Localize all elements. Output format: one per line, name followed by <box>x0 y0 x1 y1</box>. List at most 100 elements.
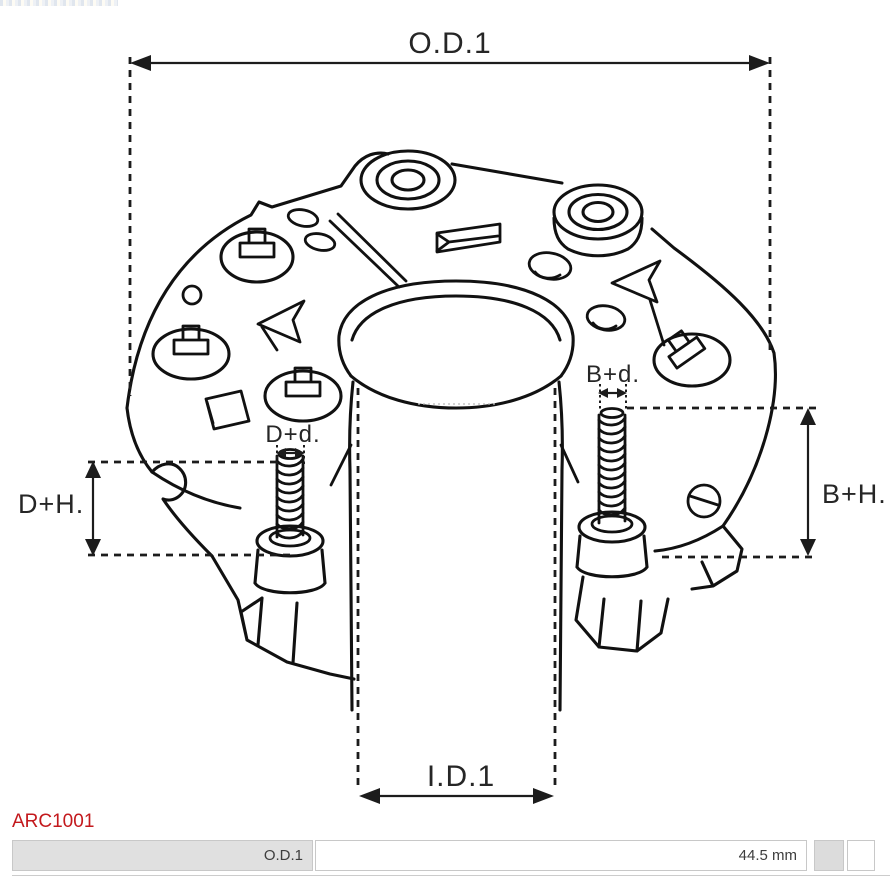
hole-inner-arc <box>591 321 618 331</box>
screw-slot-circle <box>686 483 722 519</box>
hole-inner-arc <box>533 270 562 280</box>
stud-threads <box>597 416 627 517</box>
dimension-id1: I.D.1 <box>356 388 557 804</box>
grommet-ring-left-mid <box>375 159 441 201</box>
diode-boss-right <box>652 329 732 388</box>
stud-top-cap <box>599 407 625 419</box>
bore-tube-right-wall <box>557 380 564 712</box>
arrow-dart <box>610 259 662 304</box>
grommet-ring-right-outer <box>552 183 644 241</box>
dd-label: D+d. <box>265 421 320 448</box>
dh-arrowhead-up <box>85 461 101 478</box>
arrow-dart <box>256 299 306 344</box>
stud-base-inner <box>590 514 634 534</box>
left-ear-tab <box>150 462 214 558</box>
part-outline-right <box>650 227 777 528</box>
top-face-ridge <box>328 212 408 289</box>
diode-boss-left <box>151 324 231 381</box>
grommet-ring-right-mid <box>567 192 629 232</box>
dd-arrowhead-right <box>295 448 305 458</box>
boss-tab <box>284 366 322 398</box>
b-plus-stud <box>574 407 670 653</box>
spec-label-cell: O.D.1 <box>12 840 313 871</box>
part-outline-top-edge <box>450 162 564 185</box>
slot-outline <box>435 222 502 254</box>
tube-foot-join-right <box>559 443 580 484</box>
dh-label: D+H. <box>18 489 84 519</box>
stud-base-flange <box>577 510 647 544</box>
boss-ellipse <box>151 327 231 381</box>
od1-label: O.D.1 <box>408 27 491 60</box>
grommet-ring-left-outer <box>359 149 457 211</box>
right-bottom-edge <box>653 524 725 553</box>
collar-mouth-arc <box>349 374 563 410</box>
cast-arrow-right <box>610 259 666 347</box>
cast-arrow-left <box>256 299 306 352</box>
pilot-hole <box>181 284 203 306</box>
bh-arrowhead-up <box>800 408 816 425</box>
grommet-ring-right-inner <box>581 200 615 224</box>
id1-label: I.D.1 <box>427 760 495 793</box>
keyed-slot <box>435 222 502 254</box>
left-foot-outline <box>210 554 356 681</box>
id1-arrowhead-right <box>533 788 554 804</box>
spec-table-row: O.D.1 44.5 mm <box>12 840 875 871</box>
countersunk-hole-a <box>527 251 573 281</box>
grommet-ring-left-inner <box>390 168 426 192</box>
dimension-annotations: O.D.1 D+H. B+H. <box>18 27 887 804</box>
dimension-bh: B+H. <box>627 406 887 559</box>
tube-foot-join-left <box>329 443 353 487</box>
boss-tab <box>172 324 210 356</box>
spec-value-cell: 44.5 mm <box>315 840 807 871</box>
bh-label: B+H. <box>822 479 887 509</box>
dimension-dh: D+H. <box>18 460 290 557</box>
d-plus-stud <box>253 448 327 595</box>
boss-ellipse <box>219 230 295 284</box>
boss-tab <box>666 329 707 370</box>
bd-arrowhead-right <box>617 388 627 398</box>
spec-empty-cell <box>847 840 875 871</box>
screw-slot <box>688 494 720 507</box>
product-code-link[interactable]: ARC1001 <box>12 811 95 832</box>
collar-outer-arc <box>337 279 575 378</box>
bore-tube-left-wall <box>348 380 355 712</box>
grommet-ring-left <box>359 149 457 211</box>
part-outline-left <box>125 151 390 410</box>
diode-boss-lower-left <box>263 366 343 423</box>
arrow-tail <box>260 325 279 352</box>
slot-notch <box>435 232 500 253</box>
bd-arrowhead-left <box>598 388 608 398</box>
next-row-top-border <box>12 875 890 876</box>
spec-swatch-cell <box>814 840 844 871</box>
boss-ellipse <box>263 369 343 423</box>
arrow-tail <box>648 298 666 347</box>
screw-head <box>686 483 722 519</box>
slot-inner-line <box>205 400 215 425</box>
bd-label: B+d. <box>586 361 640 388</box>
stud-shaft <box>597 413 627 525</box>
boss-tab <box>238 227 276 259</box>
od1-arrowhead-right <box>749 55 770 71</box>
stud-collar <box>575 534 649 579</box>
countersunk-hole-b <box>585 304 627 332</box>
dimension-dd: D+d. <box>265 421 320 467</box>
bh-arrowhead-down <box>800 539 816 556</box>
collar-middle-arc <box>350 294 562 342</box>
right-foot-outline <box>574 575 670 653</box>
boss-ellipse <box>652 332 732 388</box>
right-ear-tab <box>690 524 744 591</box>
dd-arrowhead-left <box>276 448 286 458</box>
diode-boss-top-left <box>219 227 295 284</box>
parallelogram-slot <box>204 389 251 431</box>
dimension-bd: B+d. <box>586 361 640 409</box>
vent-hole-pair-b <box>303 232 337 252</box>
id1-arrowhead-left <box>359 788 380 804</box>
vent-hole-pair-a <box>286 208 320 228</box>
dimension-od1: O.D.1 <box>128 27 772 396</box>
dh-arrowhead-down <box>85 539 101 556</box>
top-left-noise-strip <box>0 0 118 6</box>
stud-base-inner <box>268 528 312 548</box>
od1-arrowhead-left <box>130 55 151 71</box>
